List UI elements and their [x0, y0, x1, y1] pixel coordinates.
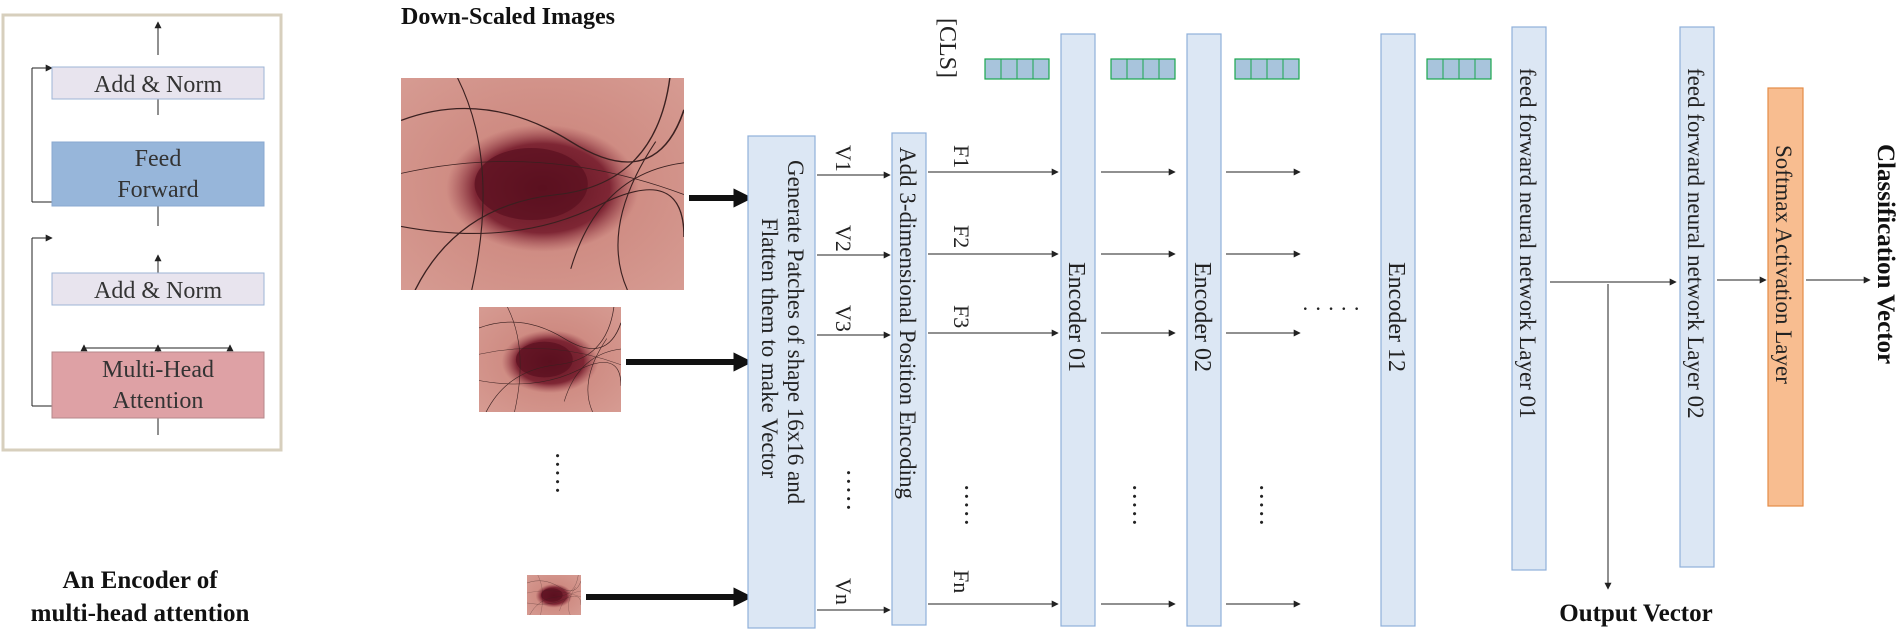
images-ellipsis: ····· [543, 451, 572, 494]
encoder-detail-panel: Add & Norm Feed Forward Add & Norm Multi… [1, 13, 283, 627]
feature-label-f3: F3 [949, 305, 974, 328]
encoder-01-label: Encoder 01 [1063, 262, 1089, 372]
vector-label-v3: V3 [831, 305, 856, 332]
feature-label-f2: F2 [949, 225, 974, 248]
cls-token-3 [1234, 58, 1300, 80]
encoder-arrows: ····· ····· · · · · · [1101, 168, 1361, 608]
cls-token-2 [1110, 58, 1176, 80]
cls-label: [CLS] [934, 18, 960, 78]
add-norm-top-box [51, 66, 265, 100]
add-norm-top-label: Add & Norm [94, 72, 222, 98]
encoder-02-label: Encoder 02 [1189, 262, 1215, 372]
ffn-layer-01-label: feed forward neural network Layer 01 [1515, 68, 1540, 419]
feed-forward-box [51, 141, 265, 207]
encoder-01-ellipsis: ····· [1120, 483, 1149, 526]
patch-block-line1: Generate Patches of shape 16x16 and [783, 160, 808, 505]
cls-token-4 [1426, 58, 1492, 80]
mha-label-line2: Attention [113, 388, 204, 414]
mha-label-line1: Multi-Head [102, 357, 214, 383]
images-title: Down-Scaled Images [401, 4, 615, 30]
encoder-01: Encoder 01 [1060, 33, 1096, 627]
vector-ellipsis: ····· [834, 468, 863, 511]
encoder-horizontal-ellipsis: · · · · · [1302, 296, 1361, 321]
position-encoding-block: Add 3-dimensional Position Encoding [891, 132, 927, 626]
feature-outputs: F1 F2 F3 Fn ····· [928, 145, 1059, 608]
vector-outputs: V1 V2 V3 Vn ····· [817, 145, 891, 614]
encoder-caption-line1: An Encoder of [62, 567, 218, 594]
ffn-layer-02: feed forward neural network Layer 02 [1679, 26, 1715, 568]
feature-label-f1: F1 [949, 145, 974, 168]
ffn-layer-02-label: feed forward neural network Layer 02 [1683, 68, 1708, 419]
feature-ellipsis: ····· [952, 483, 981, 526]
position-block-box [891, 132, 927, 626]
cls-token-1 [984, 58, 1050, 80]
encoder-02: Encoder 02 [1186, 33, 1222, 627]
classification-vector-label: Classification Vector [1872, 144, 1899, 364]
feature-label-fn: Fn [949, 570, 974, 593]
feed-forward-label-line2: Forward [117, 177, 198, 203]
position-block-label: Add 3-dimensional Position Encoding [895, 147, 920, 500]
output-vector-label: Output Vector [1559, 600, 1712, 627]
skin-image-large [401, 78, 684, 290]
softmax-layer: Softmax Activation Layer [1767, 87, 1804, 507]
ffn-layer-01: feed forward neural network Layer 01 [1511, 26, 1547, 571]
encoder-detail-frame [1, 13, 283, 452]
encoder-12: Encoder 12 [1380, 33, 1416, 627]
vector-label-v1: V1 [831, 145, 856, 172]
feed-forward-label-line1: Feed [135, 146, 182, 172]
down-scaled-images: Down-Scaled Images ····· [401, 4, 753, 615]
patch-generation-block: Generate Patches of shape 16x16 and Flat… [747, 135, 816, 629]
skin-image-medium [479, 307, 621, 412]
encoder-02-ellipsis: ····· [1247, 483, 1276, 526]
add-norm-bottom-box [51, 272, 265, 306]
encoder-12-label: Encoder 12 [1383, 262, 1409, 372]
add-norm-bottom-label: Add & Norm [94, 278, 222, 304]
vector-label-v2: V2 [831, 225, 856, 252]
encoder-caption-line2: multi-head attention [31, 600, 250, 627]
patch-block-box [747, 135, 816, 629]
vector-label-vn: Vn [831, 578, 856, 605]
patch-block-line2: Flatten them to make Vector [757, 218, 782, 479]
softmax-label: Softmax Activation Layer [1771, 145, 1796, 384]
multi-head-attention-box [51, 351, 265, 419]
skin-image-small [527, 575, 581, 615]
